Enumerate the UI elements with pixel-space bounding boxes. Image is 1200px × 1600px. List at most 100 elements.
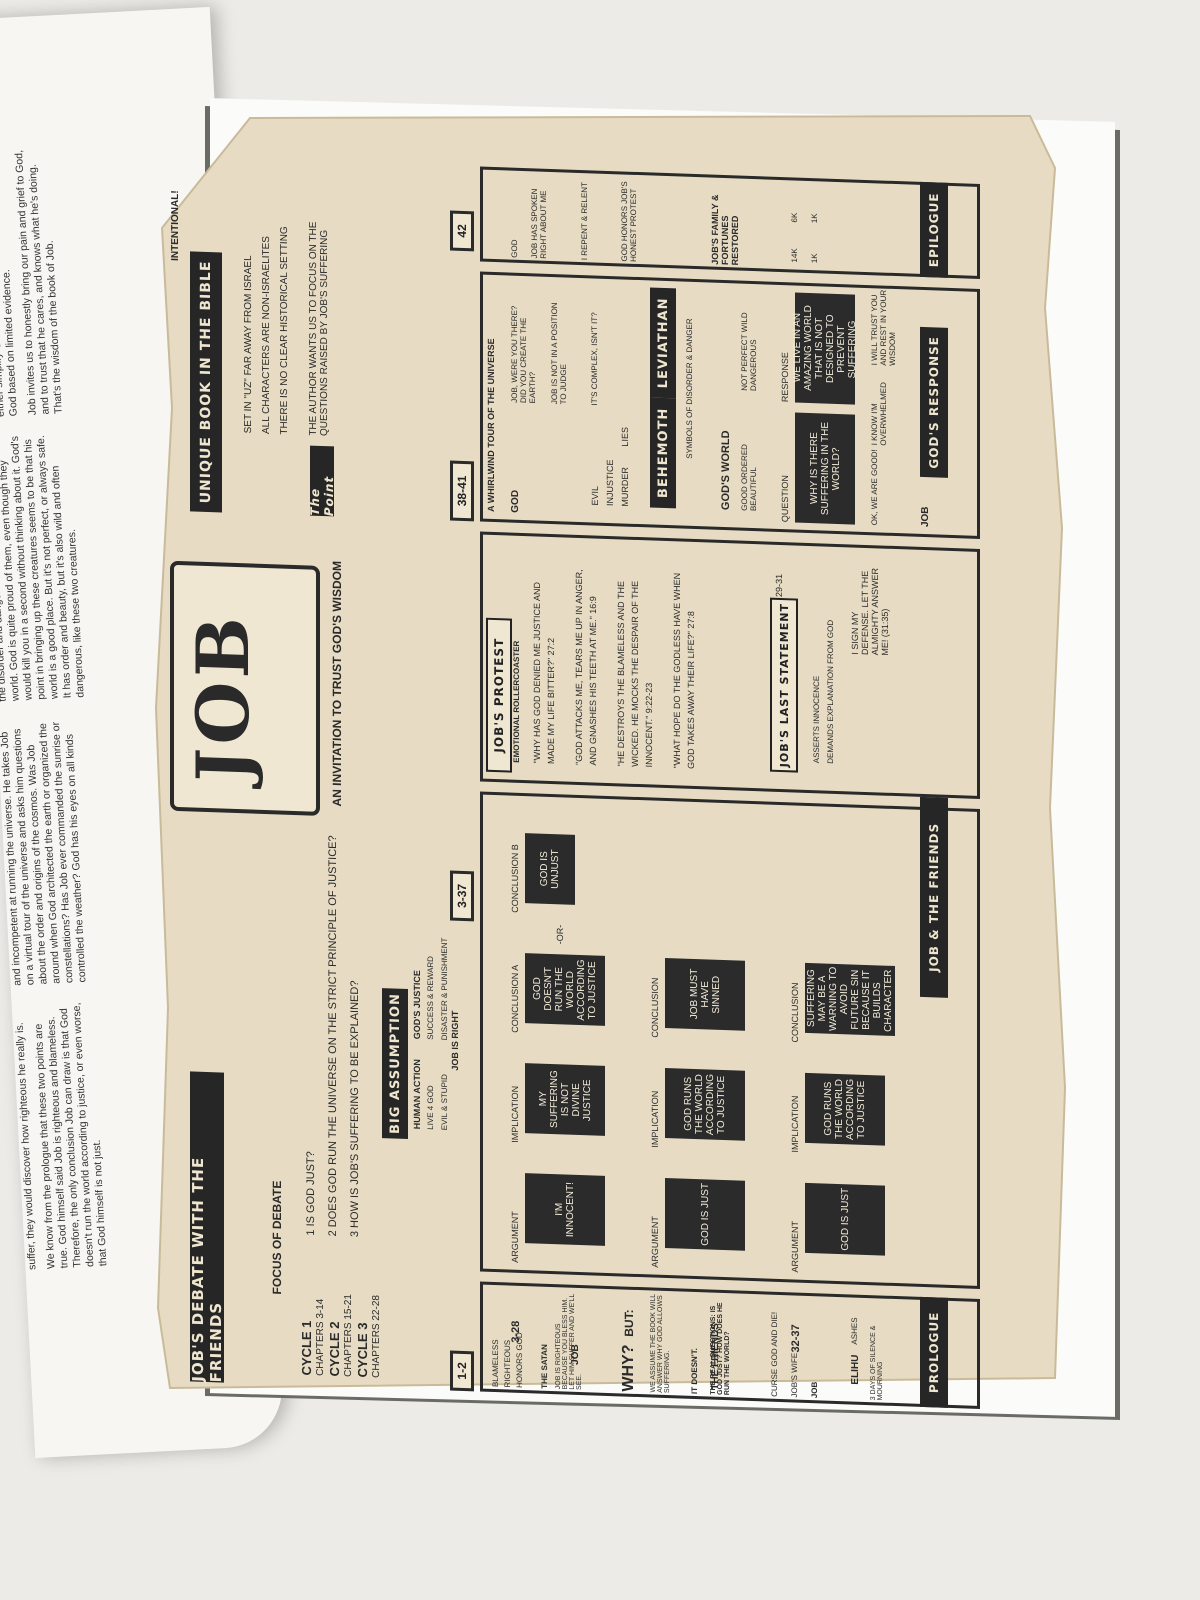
gods-justice-label: GOD'S JUSTICE [412,969,422,1040]
left-page-text: because he blesses him with prosperity. … [0,147,117,1271]
epilogue-number: 1K [810,213,819,224]
murder-label: MURDER [620,466,630,507]
point-label: The Point [308,445,336,516]
lies-label: LIES [620,426,630,447]
protest-sub: EMOTIONAL ROLLERCOASTER [512,640,521,763]
debate-banner: JOB'S DEBATE WITH THE FRIENDS [189,1071,225,1383]
god-bubble-2: JOB IS NOT IN A POSITION TO JUDGE [550,302,568,405]
prologue-real-questions: THE REAL QUESTIONS: IS GOD JUST? HOW DOE… [710,1302,731,1396]
left-paragraph: We know from the prologue that these two… [32,1002,110,1270]
response-label: RESPONSE [780,351,790,403]
job-bubble-2: I KNOW I'M OVERWHELMED [870,382,888,446]
unique-bullet: SET IN "UZ" FAR AWAY FROM ISRAEL [243,255,254,434]
prologue-god-allows: WE ASSUME THE BOOK WILL ANSWER WHY GOD A… [650,1294,671,1394]
last-statement-heading: JOB'S LAST STATEMENT [770,597,798,773]
debate-question: 1 IS GOD JUST? [305,1151,317,1236]
conclusion-box: JOB MUST HAVE SINNED [665,957,745,1031]
argument-box: GOD IS JUST [805,1182,885,1256]
response-box: WE LIVE IN AN AMAZING WORLD THAT IS NOT … [792,292,858,405]
evil-label: EVIL [590,485,600,506]
cycles-list: CYCLE 1 CHAPTERS 3-14 CYCLE 2 CHAPTERS 1… [299,1255,384,1379]
conclusion-box: GOD DOESN'T RUN THE WORLD ACCORDING TO J… [525,953,605,1026]
left-paragraph: 29:3, and Psalm 74:13-14). Either way, t… [0,434,87,703]
assumption-row: EVIL & STUPID [440,1073,449,1131]
prologue-curse: CURSE GOD AND DIE! [770,1311,779,1397]
argument-label: ARGUMENT [510,1211,520,1263]
chapter-tag-prologue: 1-2 [450,1350,474,1392]
whirlwind-heading: A WHIRLWIND TOUR OF THE UNIVERSE [486,338,496,513]
implication-box: GOD RUNS THE WORLD ACCORDING TO JUSTICE [665,1067,745,1141]
prologue-sitting: 3 DAYS OF SILENCE & MOURNING [870,1325,884,1401]
assumption-row: SUCCESS & REWARD [426,955,435,1040]
protest-quote: "HE DESTROYS THE BLAMELESS AND THE WICKE… [616,580,654,768]
title-main: JOB [180,611,265,785]
epilogue-restored: JOB'S FAMILY & FORTUNES RESTORED [710,194,740,266]
assumption-row: LIVE 4 GOD [426,1085,435,1130]
conclusion-box: SUFFERING MAY BE A WARNING TO AVOID FUTU… [805,962,895,1037]
focus-label: FOCUS OF DEBATE [270,1180,284,1295]
assumption-row: DISASTER & PUNISHMENT [440,937,449,1041]
argument-label: ARGUMENT [790,1220,800,1273]
unique-bullet: ALL CHARACTERS ARE NON-ISRAELITES [261,235,272,435]
unique-bullet: THERE IS NO CLEAR HISTORICAL SETTING [279,226,290,435]
symbols-label: SYMBOLS OF DISORDER & DANGER [685,318,694,459]
last-statement-bullet: ASSERTS INNOCENCE [812,675,821,764]
unique-bullets: SET IN "UZ" FAR AWAY FROM ISRAEL ALL CHA… [240,173,294,435]
protest-quote: "GOD ATTACKS ME, TEARS ME UP IN ANGER, A… [574,569,598,766]
implication-box: MY SUFFERING IS NOT DIVINE JUSTICE [525,1063,605,1136]
debate-question: 3 HOW IS JOB'S SUFFERING TO BE EXPLAINED… [349,980,361,1238]
last-statement-ref: 29-31 [774,573,784,598]
epilogue-number: 14K [790,248,799,263]
protest-quotes: "WHY HAS GOD DENIED ME JUSTICE AND MADE … [530,553,698,769]
prologue-accusation: JOB IS RIGHTEOUS BECAUSE YOU BLESS HIM. … [555,1293,583,1391]
debate-questions: 1 IS GOD JUST? 2 DOES GOD RUN THE UNIVER… [300,815,366,1237]
protest-heading: JOB'S PROTEST [486,617,512,773]
prologue-job-bullets: BLAMELESS RIGHTEOUS HONORS GOD [490,1331,526,1388]
protest-quote: "WHAT HOPE DO THE GODLESS HAVE WHEN GOD … [672,572,696,770]
implication-label: IMPLICATION [790,1095,800,1153]
point-text: THE AUTHOR WANTS US TO FOCUS ON THE QUES… [308,221,330,437]
injustice-label: INJUSTICE [605,459,615,507]
friends-banner: JOB & THE FRIENDS [920,796,948,998]
cycle-chapters: CHAPTERS 15-21 [343,1293,354,1378]
protest-quote: "WHY HAS GOD DENIED ME JUSTICE AND MADE … [532,581,556,765]
human-action-label: HUMAN ACTION [412,1058,422,1130]
big-assumption-banner: BIG ASSUMPTION [382,988,408,1140]
conclusion-label: CONCLUSION [650,977,660,1038]
title-subtitle: AN INVITATION TO TRUST GOD'S WISDOM [330,560,344,807]
prologue-banner: PROLOGUE [920,1296,948,1408]
chapter-tag-dialogue: 3-37 [450,870,474,922]
last-statement-bullet: DEMANDS EXPLANATION FROM GOD [826,619,835,764]
question-box: WHY IS THERE SUFFERING IN THE WORLD? [795,412,855,525]
epilogue-repents: I REPENT & RELENT [580,181,589,261]
prologue-bullet: RIGHTEOUS [503,1339,512,1388]
behemoth-banner: BEHEMOTH [650,397,676,509]
left-paragraph: Job invites us to honestly bring our pai… [12,149,65,416]
god-label: GOD [510,489,521,513]
conclusion-label: CONCLUSION A [510,964,520,1033]
left-paragraph: God first responds to Job's accusation t… [0,721,89,987]
question-label: QUESTION [780,474,790,523]
cycle-chapters: CHAPTERS 22-28 [371,1294,382,1379]
cycle-name: CYCLE 3 [355,1322,370,1378]
epilogue-banner: EPILOGUE [920,181,948,278]
god-bubble-1: JOB, WERE YOU THERE? DID YOU CREATE THE … [510,305,537,404]
job-bubble-3: I WILL TRUST YOU AND REST IN YOUR WISDOM [870,289,897,367]
implication-label: IMPLICATION [510,1085,520,1143]
epilogue-number: 6K [790,212,799,223]
conclusion-b-box: GOD IS UNJUST [525,833,575,905]
chapter-tag-epilogue: 42 [450,210,474,252]
argument-box: GOD IS JUST [665,1177,745,1251]
bubble-ref: (31:35) [880,608,890,638]
argument-box: I'M INNOCENT! [525,1173,605,1246]
prologue-why: WHY? [620,1344,637,1393]
gods-response-banner: GOD'S RESPONSE [920,326,948,478]
chapter-tag-god: 38-41 [450,460,474,522]
epilogue-god-honors: GOD HONORS JOB'S HONEST PROTEST [620,181,638,263]
prologue-but: BUT: [622,1309,636,1337]
or-label: -OR- [555,924,565,945]
good-label: GOOD ORDERED BEAUTIFUL [740,443,758,512]
prologue-bullet: BLAMELESS [491,1339,500,1388]
god-bubble-3: IT'S COMPLEX, ISN'T IT? [590,312,599,406]
